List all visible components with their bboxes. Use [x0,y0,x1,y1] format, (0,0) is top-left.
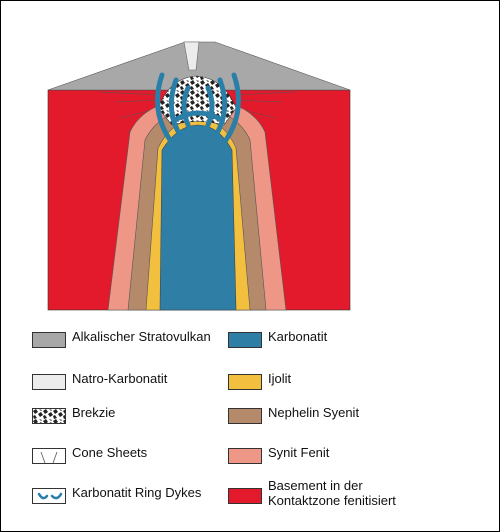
natro-carbonatite-crater [183,41,200,71]
light-gray-swatch-icon [32,374,66,390]
red-swatch-icon [228,488,262,504]
legend-label: Synit Fenit [268,445,330,460]
legend-label: Cone Sheets [72,445,148,460]
breccia-pattern-swatch-icon [32,408,66,424]
yellow-swatch-icon [228,374,262,390]
stratovolcano [47,41,351,91]
legend-label: Alkalischer Stratovulkan [72,329,211,344]
legend-label: Brekzie [72,405,116,420]
brown-swatch-icon [228,408,262,424]
legend-label: Basement in der Kontaktzone fenitisiert [268,478,396,508]
salmon-swatch-icon [228,448,262,464]
blue-swatch-icon [228,332,262,348]
legend-label: Karbonatit [268,329,328,344]
gray-swatch-icon [32,332,66,348]
ring-dykes-arcs-swatch-icon [32,488,66,504]
legend-label: Natro-Karbonatit [72,371,168,386]
karbonatit-core [159,124,237,311]
legend-label: Nephelin Syenit [268,405,360,420]
legend-label: Karbonatit Ring Dykes [72,485,202,500]
cone-sheets-lines-swatch-icon [32,448,66,464]
legend-label-line2: Kontaktzone fenitisiert [268,493,396,508]
legend-label: Ijolit [268,371,292,386]
carbonatite-ring-dykes [155,72,241,143]
legend-label-line1: Basement in der [268,478,363,493]
